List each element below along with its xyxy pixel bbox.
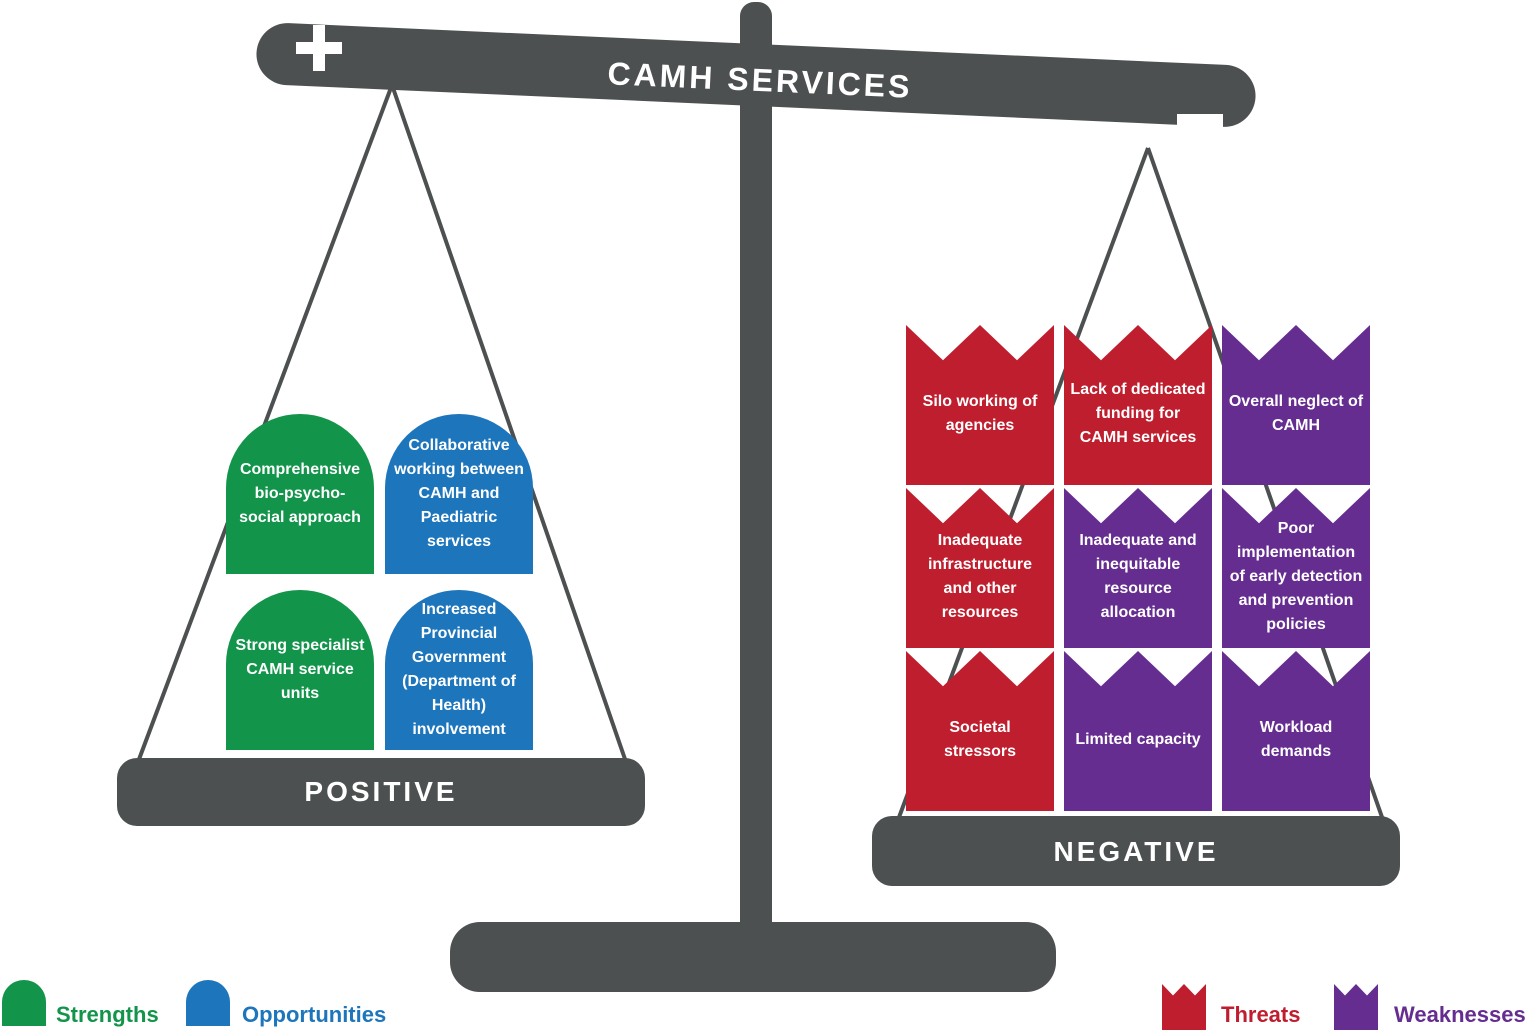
opportunities-legend-icon — [186, 980, 230, 1026]
strength-tile-1: Comprehensive bio-psycho-social approach — [226, 414, 374, 574]
negative-pan — [872, 816, 1400, 886]
weakness-tile-4: Limited capacity — [1064, 651, 1212, 811]
weakness-tile-1: Overall neglect of CAMH — [1222, 325, 1370, 485]
weaknesses-legend-icon — [1334, 984, 1378, 1030]
weakness-tile-5: Workload demands — [1222, 651, 1370, 811]
positive-pan — [117, 758, 645, 826]
tile-label: Poor implementation of early detection a… — [1229, 520, 1363, 633]
tile-label: Inadequate infrastructure and other reso… — [927, 532, 1033, 621]
plus-icon — [296, 25, 342, 71]
tile-label: Collaborative working between CAMH and P… — [394, 437, 524, 550]
strength-tile-2: Strong specialist CAMH service units — [226, 590, 374, 750]
threats-legend-icon — [1162, 984, 1206, 1030]
opportunity-tile-1: Collaborative working between CAMH and P… — [385, 414, 533, 574]
tile-label: Comprehensive bio-psycho-social approach — [239, 461, 361, 526]
tile-label: Lack of dedicated funding for CAMH servi… — [1070, 381, 1206, 446]
scale-beam — [256, 23, 1256, 127]
scale-pole — [740, 2, 772, 942]
opportunity-tile-2: Increased Provincial Government (Departm… — [385, 590, 533, 750]
tile-label: Inadequate and inequitable resource allo… — [1079, 532, 1197, 621]
tile-label: Limited capacity — [1075, 731, 1201, 748]
threat-tile-2: Lack of dedicated funding for CAMH servi… — [1064, 325, 1212, 485]
strengths-legend-label: Strengths — [56, 1002, 159, 1027]
tile-label: Silo working of agencies — [922, 393, 1038, 434]
weakness-tile-3: Poor implementation of early detection a… — [1222, 488, 1370, 648]
threat-tile-1: Silo working of agencies — [906, 325, 1054, 485]
tile-label: Workload demands — [1259, 719, 1333, 760]
opportunities-legend-label: Opportunities — [242, 1002, 387, 1027]
strengths-legend-icon — [2, 980, 46, 1026]
threat-tile-3: Inadequate infrastructure and other reso… — [906, 488, 1054, 648]
tile-label: Societal stressors — [943, 719, 1017, 760]
weaknesses-legend-label: Weaknesses — [1394, 1002, 1526, 1027]
negative-label: NEGATIVE — [1053, 836, 1219, 867]
tile-label: Strong specialist CAMH service units — [235, 637, 365, 702]
tile-label: Overall neglect of CAMH — [1228, 393, 1364, 434]
positive-label: POSITIVE — [304, 776, 458, 807]
left-string-inner — [390, 84, 628, 763]
weakness-tile-2: Inadequate and inequitable resource allo… — [1064, 488, 1212, 648]
threats-legend-label: Threats — [1221, 1002, 1301, 1027]
minus-icon — [1177, 114, 1223, 128]
scale-base — [450, 922, 1056, 992]
threat-tile-4: Societal stressors — [906, 651, 1054, 811]
tile-label: Increased Provincial Government (Departm… — [402, 601, 516, 738]
